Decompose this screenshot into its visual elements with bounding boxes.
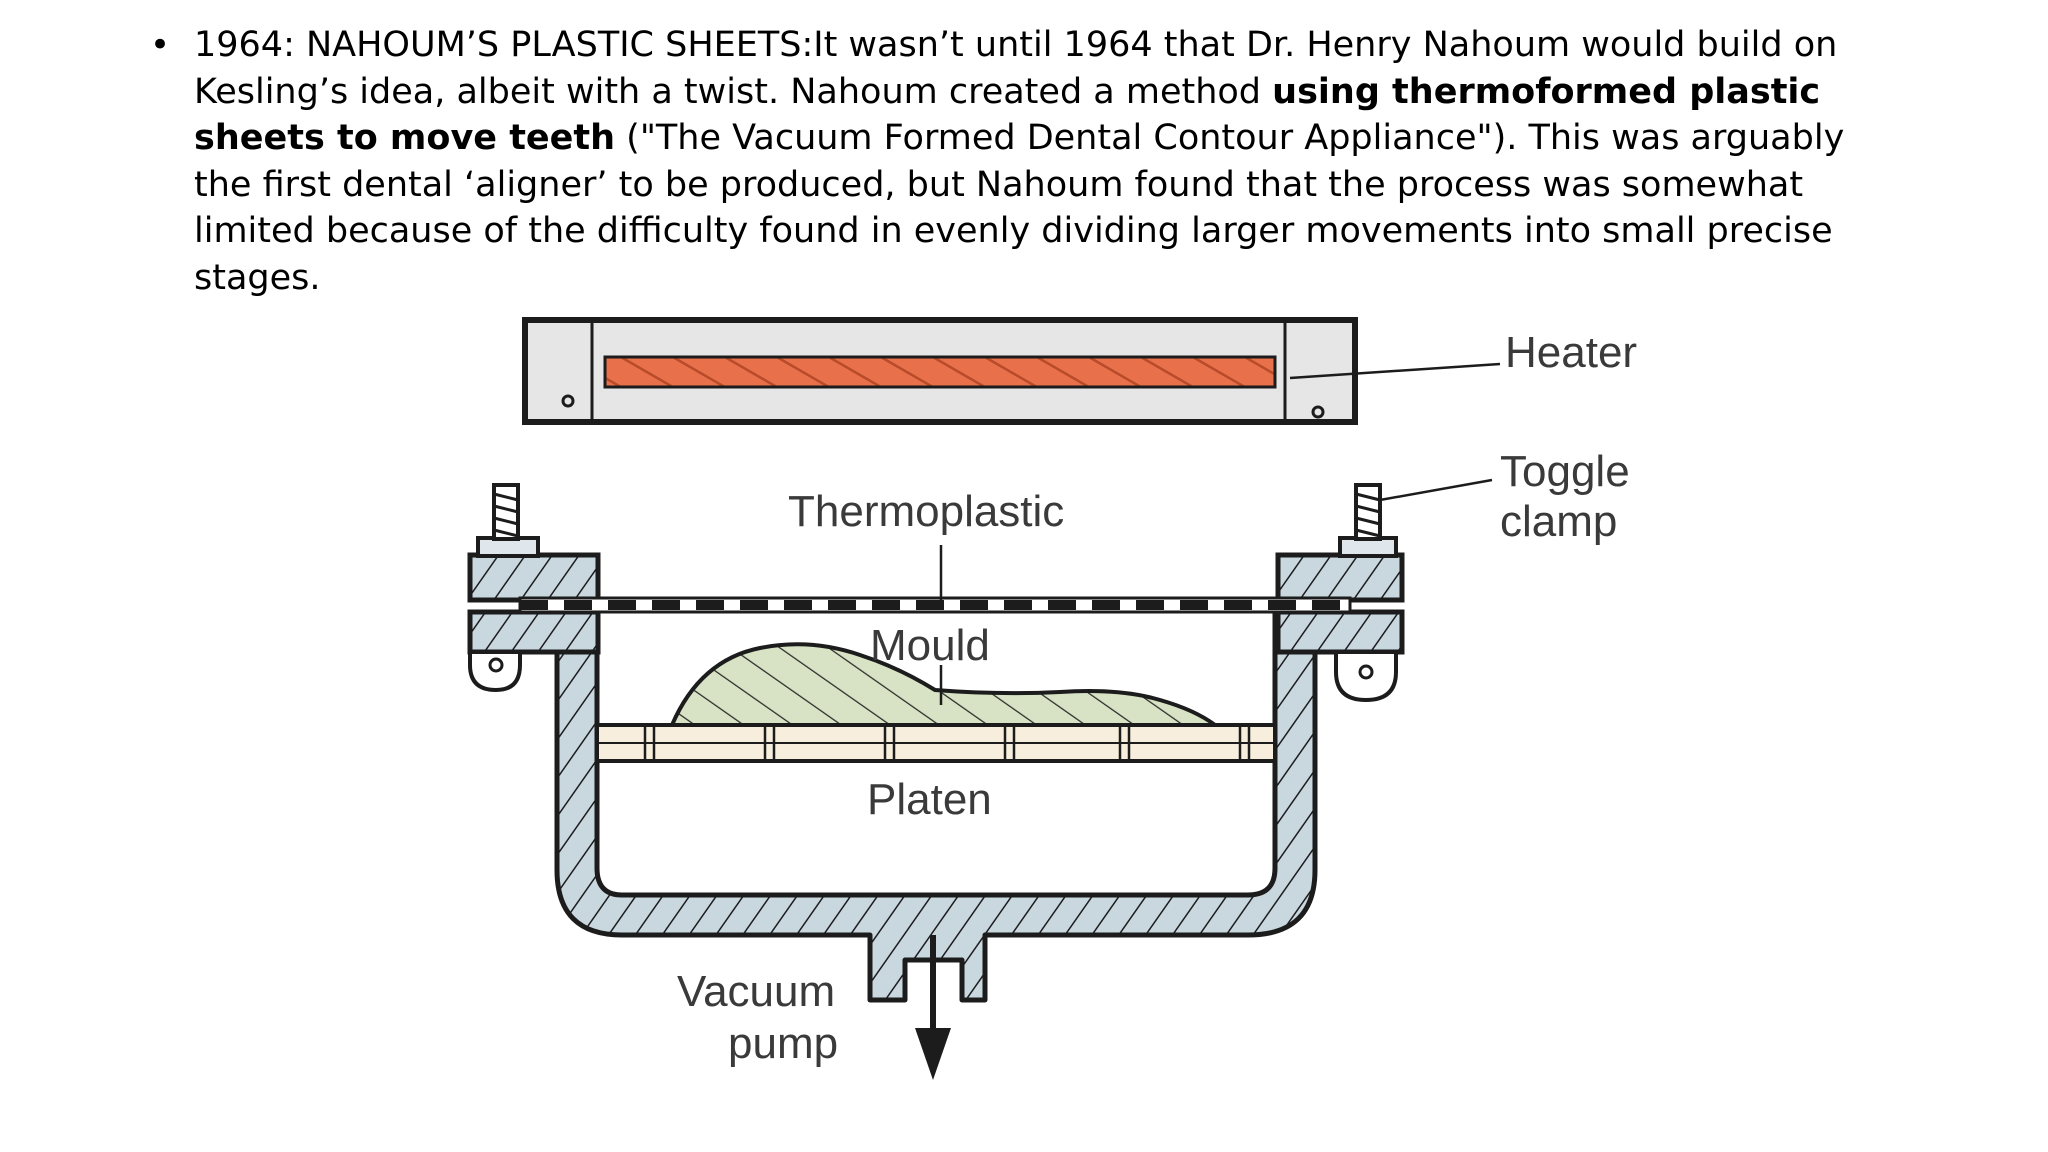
label-vacuum: Vacuum — [677, 967, 835, 1016]
label-toggle: Toggle — [1500, 447, 1630, 496]
text-bold: using thermoformed plastic sheets to mov… — [194, 71, 1821, 159]
thermoplastic-sheet — [518, 596, 1352, 614]
text-part-2: ("The Vacuum Formed Dental Contour Appli… — [194, 118, 1845, 298]
bullet-paragraph: • 1964: NAHOUM’S PLASTIC SHEETS:It wasn’… — [150, 22, 1910, 301]
paragraph-text: 1964: NAHOUM’S PLASTIC SHEETS:It wasn’t … — [194, 22, 1910, 301]
text-part-1: 1964: NAHOUM’S PLASTIC SHEETS:It wasn’t … — [194, 25, 1838, 112]
label-thermoplastic: Thermoplastic — [788, 487, 1064, 536]
left-clamp — [467, 483, 601, 693]
chamber-wall — [554, 605, 1318, 1003]
bullet-icon: • — [150, 25, 171, 65]
heater — [522, 317, 1358, 425]
platen — [595, 723, 1277, 763]
label-platen: Platen — [867, 775, 992, 824]
right-clamp — [1275, 483, 1405, 703]
label-pump: pump — [728, 1019, 838, 1068]
mould — [668, 642, 1222, 727]
vacuum-arrow-icon — [915, 935, 951, 1080]
label-clamp: clamp — [1500, 497, 1617, 546]
label-heater: Heater — [1505, 328, 1637, 377]
label-mould: Mould — [870, 621, 990, 670]
